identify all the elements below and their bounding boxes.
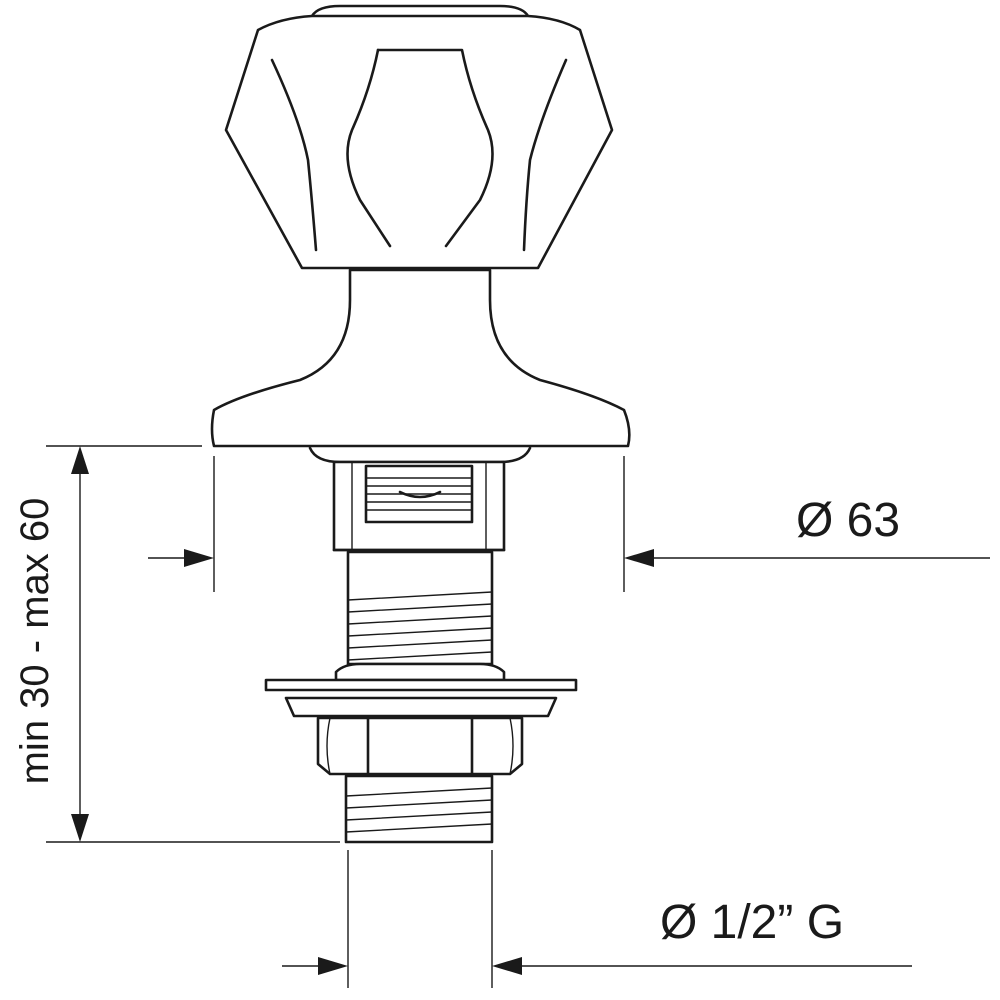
flange-diameter-label: Ø 63 xyxy=(796,494,900,547)
height-dimension xyxy=(46,445,340,843)
thread-size-dimension xyxy=(282,850,912,988)
bottom-thread xyxy=(344,774,494,844)
valve-handle xyxy=(224,4,614,270)
flange-diameter-dimension xyxy=(148,456,990,592)
height-range-label: min 30 - max 60 xyxy=(13,498,57,785)
valve-body-block xyxy=(332,460,506,552)
washer-plate xyxy=(264,662,578,718)
threaded-shank xyxy=(346,550,494,666)
hex-nut xyxy=(316,716,524,776)
flange-underside xyxy=(308,446,532,464)
thread-size-label: Ø 1/2” G xyxy=(660,896,844,949)
valve-stem-neck xyxy=(210,268,631,448)
